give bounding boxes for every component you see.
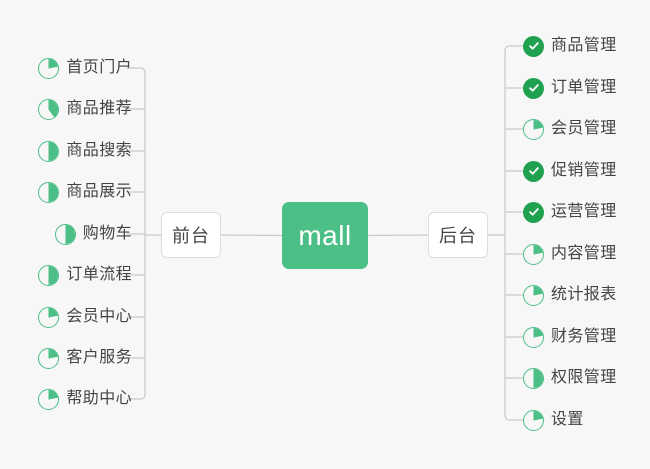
leaf-item[interactable]: 订单管理 [523, 75, 617, 101]
pie-progress-icon [38, 57, 60, 79]
leaf-item-label: 统计报表 [551, 286, 617, 303]
leaf-item[interactable]: 会员管理 [523, 116, 617, 142]
check-circle-icon [523, 160, 544, 182]
leaf-item[interactable]: 商品搜索 [38, 138, 132, 164]
leaf-item[interactable]: 商品展示 [38, 179, 132, 205]
pie-progress-icon [38, 388, 60, 410]
leaf-item-label: 商品管理 [551, 37, 617, 54]
leaf-item-label: 促销管理 [551, 162, 617, 179]
leaf-item-label: 商品展示 [66, 183, 132, 200]
leaf-item-label: 订单管理 [551, 79, 617, 96]
leaf-item-label: 购物车 [82, 225, 132, 242]
pie-wedge [524, 410, 543, 430]
pie-progress-icon [38, 98, 60, 120]
pie-progress-icon [523, 409, 544, 431]
leaf-item-label: 订单流程 [66, 266, 132, 283]
pie-wedge [524, 327, 543, 347]
pie-progress-icon [38, 181, 60, 203]
leaf-item-label: 商品推荐 [66, 100, 132, 117]
check-circle-icon [523, 35, 544, 57]
pie-progress-icon [523, 284, 544, 306]
pie-wedge [39, 389, 59, 409]
pie-wedge [524, 285, 543, 305]
pie-progress-icon [38, 347, 60, 369]
pie-progress-icon [38, 140, 60, 162]
pie-progress-icon [523, 367, 544, 389]
check-circle-icon [523, 201, 544, 223]
leaf-item[interactable]: 促销管理 [523, 158, 617, 184]
leaf-item-label: 会员中心 [66, 308, 132, 325]
leaf-item[interactable]: 统计报表 [523, 282, 617, 308]
pie-progress-icon [523, 243, 544, 265]
leaf-item-label: 内容管理 [551, 245, 617, 262]
leaf-item[interactable]: 首页门户 [38, 55, 132, 81]
pie-wedge [39, 58, 59, 78]
branch-node-backend[interactable]: 后台 [428, 212, 488, 258]
connector-line [220, 234, 283, 237]
leaf-item-label: 客户服务 [66, 349, 132, 366]
leaf-item[interactable]: 运营管理 [523, 199, 617, 225]
pie-wedge [524, 119, 543, 139]
pie-progress-icon [523, 118, 544, 140]
pie-wedge [524, 244, 543, 264]
pie-wedge [39, 307, 59, 327]
leaf-item-label: 首页门户 [66, 59, 132, 76]
leaf-item-label: 商品搜索 [66, 142, 132, 159]
leaf-item[interactable]: 商品管理 [523, 33, 617, 59]
connector-line [504, 45, 523, 52]
pie-wedge [39, 265, 59, 285]
pie-wedge [55, 224, 75, 244]
pie-wedge [39, 99, 59, 119]
leaf-item-label: 权限管理 [551, 369, 617, 386]
connector-line [127, 67, 146, 74]
leaf-item[interactable]: 购物车 [54, 221, 132, 247]
root-node-mall[interactable]: mall [282, 202, 368, 269]
leaf-item[interactable]: 会员中心 [38, 304, 132, 330]
pie-progress-icon [38, 264, 60, 286]
leaf-item[interactable]: 设置 [523, 407, 584, 433]
branch-node-frontend[interactable]: 前台 [161, 212, 221, 258]
leaf-item[interactable]: 订单流程 [38, 262, 132, 288]
connector-line [504, 414, 523, 421]
leaf-item[interactable]: 内容管理 [523, 241, 617, 267]
leaf-item-label: 设置 [551, 411, 584, 428]
leaf-item[interactable]: 权限管理 [523, 365, 617, 391]
leaf-item[interactable]: 帮助中心 [38, 386, 132, 412]
pie-progress-icon [54, 223, 76, 245]
leaf-item[interactable]: 商品推荐 [38, 96, 132, 122]
leaf-item-label: 帮助中心 [66, 390, 132, 407]
check-circle-icon [523, 77, 544, 99]
leaf-item[interactable]: 财务管理 [523, 324, 617, 350]
connector-line [127, 393, 146, 400]
pie-progress-icon [38, 306, 60, 328]
pie-wedge [39, 182, 59, 202]
pie-wedge [39, 348, 59, 368]
leaf-item[interactable]: 客户服务 [38, 345, 132, 371]
pie-wedge [524, 368, 543, 388]
leaf-item-label: 会员管理 [551, 120, 617, 137]
pie-progress-icon [523, 326, 544, 348]
connector-line [367, 234, 429, 237]
leaf-item-label: 财务管理 [551, 328, 617, 345]
pie-wedge [39, 141, 59, 161]
leaf-item-label: 运营管理 [551, 203, 617, 220]
